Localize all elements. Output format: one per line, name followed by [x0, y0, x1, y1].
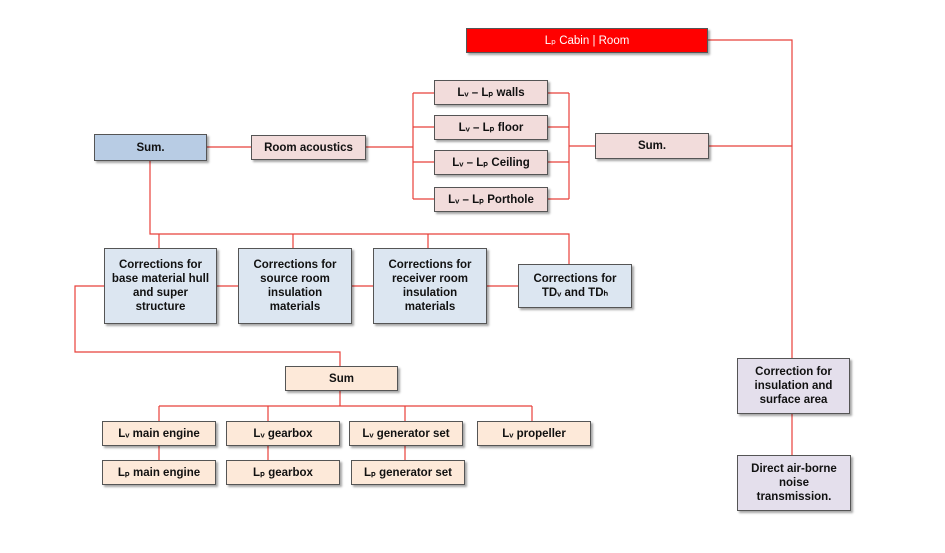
direct-airborne-noise-box: Direct air-borne noise transmission. — [737, 455, 851, 511]
correction-insulation-box: Correction for insulation and surface ar… — [737, 358, 850, 414]
room-acoustics-box: Room acoustics — [251, 135, 366, 160]
sum-right-box: Sum. — [595, 133, 709, 159]
connector-cabin-right — [708, 39, 793, 358]
lp-main-engine-box: Lₚ main engine — [102, 460, 216, 485]
lv-gearbox-box: Lᵥ gearbox — [226, 421, 340, 446]
cabin-room-box: Lₚ Cabin | Room — [466, 28, 708, 53]
lp-gearbox-box: Lₚ gearbox — [226, 460, 340, 485]
lv-main-engine-box: Lᵥ main engine — [102, 421, 216, 446]
lp-generator-set-box: Lₚ generator set — [351, 460, 465, 485]
lv-lp-floor-box: Lᵥ – Lₚ floor — [434, 115, 548, 140]
corrections-receiver-room-box: Corrections for receiver room insulation… — [373, 248, 487, 324]
sum-bottom-box: Sum — [285, 366, 398, 391]
lv-lp-ceiling-box: Lᵥ – Lₚ Ceiling — [434, 150, 548, 175]
connector-sum-corrections — [149, 161, 570, 264]
connector-corrections-sum — [74, 285, 341, 366]
lv-lp-porthole-box: Lᵥ – Lₚ Porthole — [434, 187, 548, 212]
sum-left-box: Sum. — [94, 134, 207, 161]
lv-generator-set-box: Lᵥ generator set — [349, 421, 463, 446]
corrections-td-box: Corrections for TDᵥ and TDₕ — [518, 264, 632, 308]
lv-propeller-box: Lᵥ propeller — [477, 421, 591, 446]
corrections-source-room-box: Corrections for source room insulation m… — [238, 248, 352, 324]
lv-lp-walls-box: Lᵥ – Lₚ walls — [434, 80, 548, 105]
corrections-base-material-box: Corrections for base material hull and s… — [104, 248, 217, 324]
